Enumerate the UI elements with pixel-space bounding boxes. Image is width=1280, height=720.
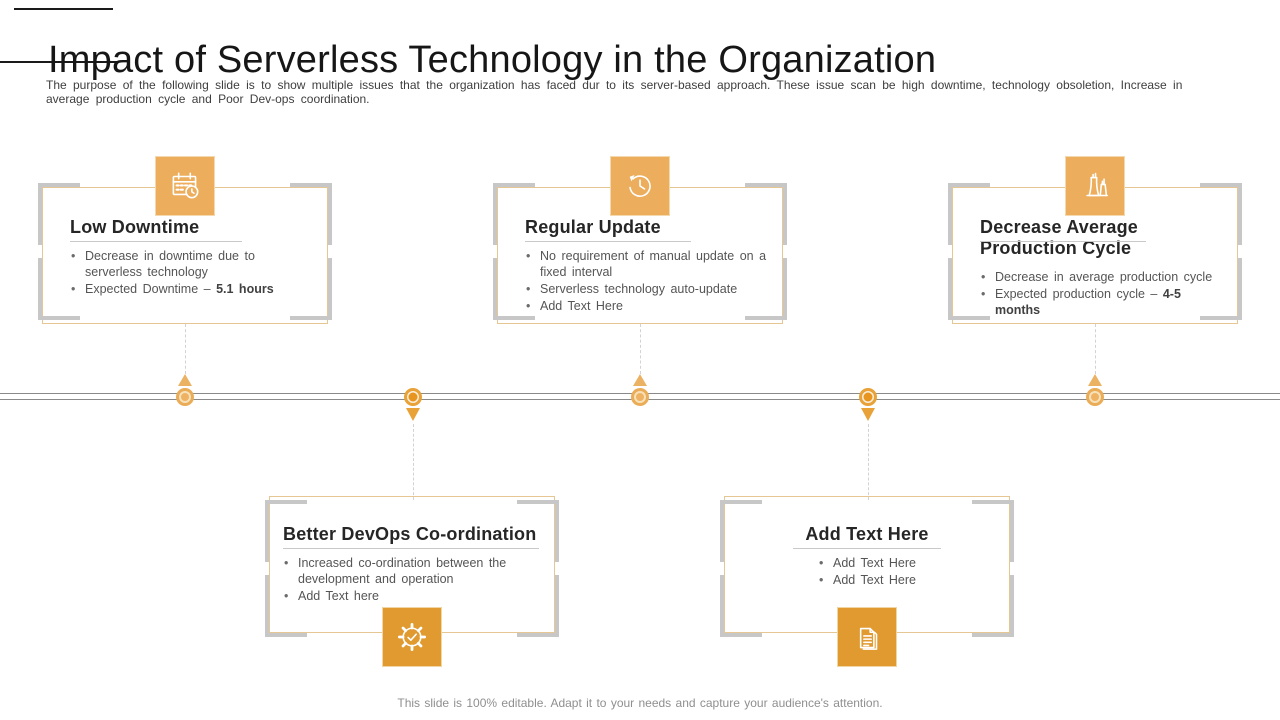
connector-dash [868, 424, 869, 500]
production-plant-icon [1065, 156, 1125, 216]
card-bullet-list: Increased co-ordination between the deve… [283, 555, 539, 604]
bullet-item: Decrease in downtime due to serverless t… [70, 248, 316, 280]
card-title: Add Text Here [740, 524, 994, 549]
up-triangle-icon [633, 374, 647, 386]
timeline-node [404, 388, 422, 406]
bullet-item: Add Text Here [818, 572, 916, 588]
connector-dash [640, 324, 641, 374]
card-low-downtime: Low Downtime Decrease in downtime due to… [38, 156, 332, 324]
bullet-item: Increased co-ordination between the deve… [283, 555, 539, 587]
card-bullet-list: No requirement of manual update on a fix… [525, 248, 771, 314]
card-decrease-production-cycle: Decrease Average Production Cycle Decrea… [948, 156, 1242, 324]
bullet-item: Add Text Here [818, 555, 916, 571]
up-triangle-icon [178, 374, 192, 386]
bullet-item: No requirement of manual update on a fix… [525, 248, 771, 280]
bullet-item: Expected Downtime – 5.1 hours [70, 281, 316, 297]
card-title: Decrease Average Production Cycle [980, 217, 1226, 259]
down-triangle-icon [406, 408, 420, 421]
card-bullet-list: Add Text Here Add Text Here [818, 555, 916, 589]
title-decoration-bottom-line [0, 61, 118, 63]
bullet-item: Add Text here [283, 588, 539, 604]
connector-dash [413, 424, 414, 500]
card-regular-update: Regular Update No requirement of manual … [493, 156, 787, 324]
bullet-item: Expected production cycle – 4-5 months [980, 286, 1226, 318]
timeline-node [176, 388, 194, 406]
calendar-clock-icon [155, 156, 215, 216]
document-icon [837, 607, 897, 667]
gear-check-icon [382, 607, 442, 667]
card-bullet-list: Decrease in downtime due to serverless t… [70, 248, 316, 297]
connector-dash [185, 324, 186, 374]
bullet-item: Serverless technology auto-update [525, 281, 771, 297]
timeline-node [631, 388, 649, 406]
card-title: Better DevOps Co-ordination [283, 524, 539, 549]
card-title: Regular Update [525, 217, 771, 242]
card-bullet-list: Decrease in average production cycle Exp… [980, 269, 1226, 318]
timeline-node [859, 388, 877, 406]
editable-note: This slide is 100% editable. Adapt it to… [397, 696, 883, 710]
card-title: Low Downtime [70, 217, 316, 242]
up-triangle-icon [1088, 374, 1102, 386]
title-decoration-top-line [14, 8, 113, 10]
connector-dash [1095, 324, 1096, 374]
page-title: Impact of Serverless Technology in the O… [48, 39, 937, 82]
update-history-clock-icon [610, 156, 670, 216]
down-triangle-icon [861, 408, 875, 421]
card-add-text-here: Add Text Here Add Text Here Add Text Her… [720, 496, 1014, 667]
page-subtitle: The purpose of the following slide is to… [46, 78, 1183, 106]
bullet-item: Decrease in average production cycle [980, 269, 1226, 285]
bullet-item: Add Text Here [525, 298, 771, 314]
card-devops-coordination: Better DevOps Co-ordination Increased co… [265, 496, 559, 667]
timeline-node [1086, 388, 1104, 406]
